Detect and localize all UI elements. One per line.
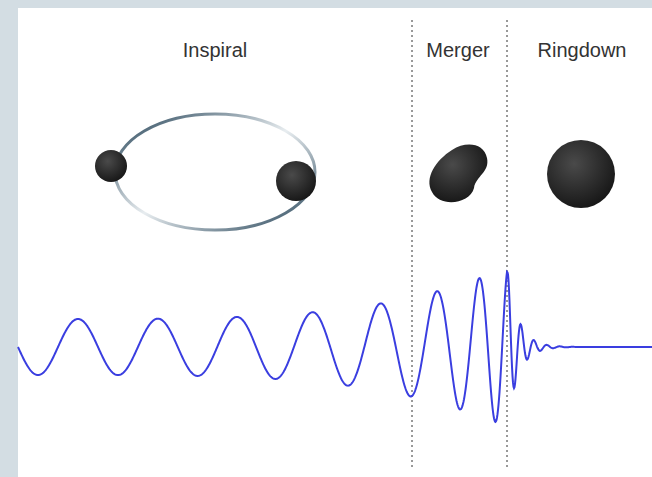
white-ground: [18, 8, 652, 477]
gravitational-waveform: [18, 272, 652, 422]
phase-divider: [507, 20, 508, 470]
phase-divider: [412, 20, 413, 470]
black-hole-large: [276, 161, 316, 201]
orbit-path: [115, 114, 315, 230]
remnant-black-hole: [547, 140, 615, 208]
phase-label: Merger: [426, 38, 489, 62]
merging-black-holes: [429, 145, 487, 203]
phase-label: Inspiral: [183, 38, 247, 62]
black-hole-small: [95, 150, 127, 182]
phase-label: Ringdown: [538, 38, 627, 62]
